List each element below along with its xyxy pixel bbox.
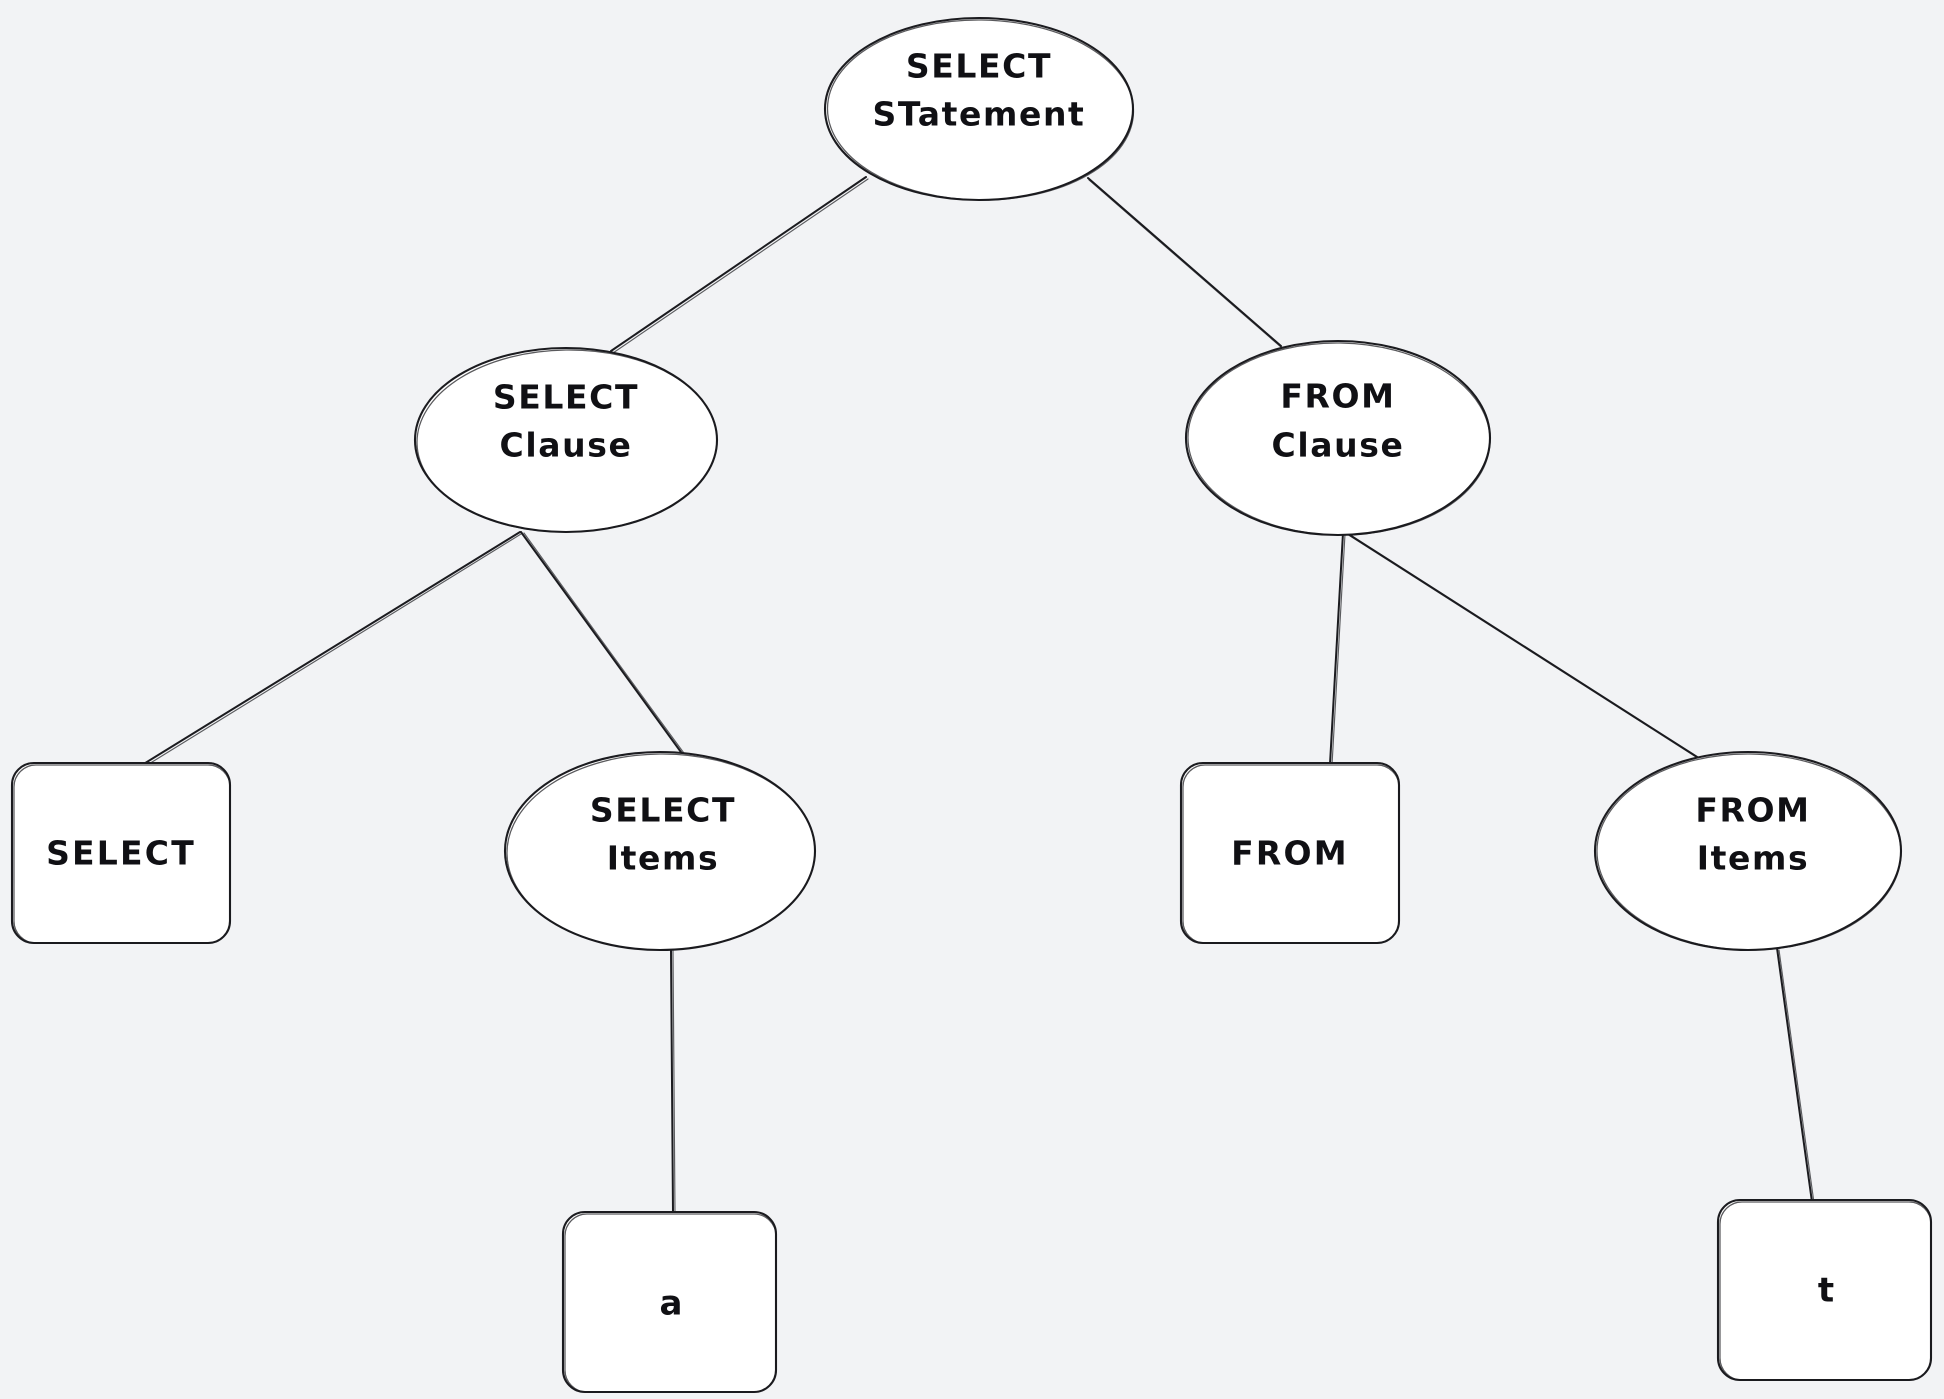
node-select-statement-line2: STatement [873, 95, 1086, 134]
node-from-clause-line2: Clause [1272, 426, 1405, 465]
node-from-terminal-label: FROM [1231, 834, 1349, 873]
edge-from-clause-to-from-terminal [1329, 532, 1346, 766]
node-select-items[interactable]: SELECT Items [503, 750, 817, 952]
node-select-value-a-label: a [660, 1284, 683, 1324]
node-from-items[interactable]: FROM Items [1593, 750, 1903, 952]
node-from-clause[interactable]: FROM Clause [1184, 339, 1492, 537]
node-select-items-line1: SELECT [590, 791, 736, 830]
edge-select-clause-to-select-items [520, 531, 690, 761]
node-select-statement[interactable]: SELECT STatement [823, 16, 1135, 202]
edge-root-to-from-clause [1087, 177, 1283, 349]
edge-from-clause-to-from-items [1344, 531, 1708, 765]
node-from-value-t-label: t [1818, 1271, 1834, 1311]
node-select-value-a[interactable]: a [561, 1210, 778, 1394]
edge-group [141, 176, 1815, 1215]
edge-select-items-to-value-a [670, 949, 676, 1215]
edge-from-items-to-value-t [1776, 947, 1815, 1204]
node-from-terminal[interactable]: FROM [1179, 761, 1401, 945]
edge-select-clause-to-select-terminal [141, 531, 522, 768]
node-from-items-line2: Items [1697, 839, 1809, 878]
node-from-items-line1: FROM [1695, 791, 1810, 830]
node-select-terminal-label: SELECT [46, 834, 196, 873]
node-from-clause-line1: FROM [1280, 377, 1395, 416]
node-from-value-t[interactable]: t [1716, 1198, 1933, 1382]
node-select-clause-line2: Clause [500, 426, 633, 465]
node-select-statement-line1: SELECT [906, 47, 1052, 86]
node-select-clause-line1: SELECT [493, 378, 639, 417]
edge-root-to-select-clause [610, 176, 869, 354]
node-select-items-line2: Items [607, 839, 719, 878]
node-select-clause[interactable]: SELECT Clause [413, 346, 719, 534]
node-select-terminal[interactable]: SELECT [10, 761, 232, 945]
